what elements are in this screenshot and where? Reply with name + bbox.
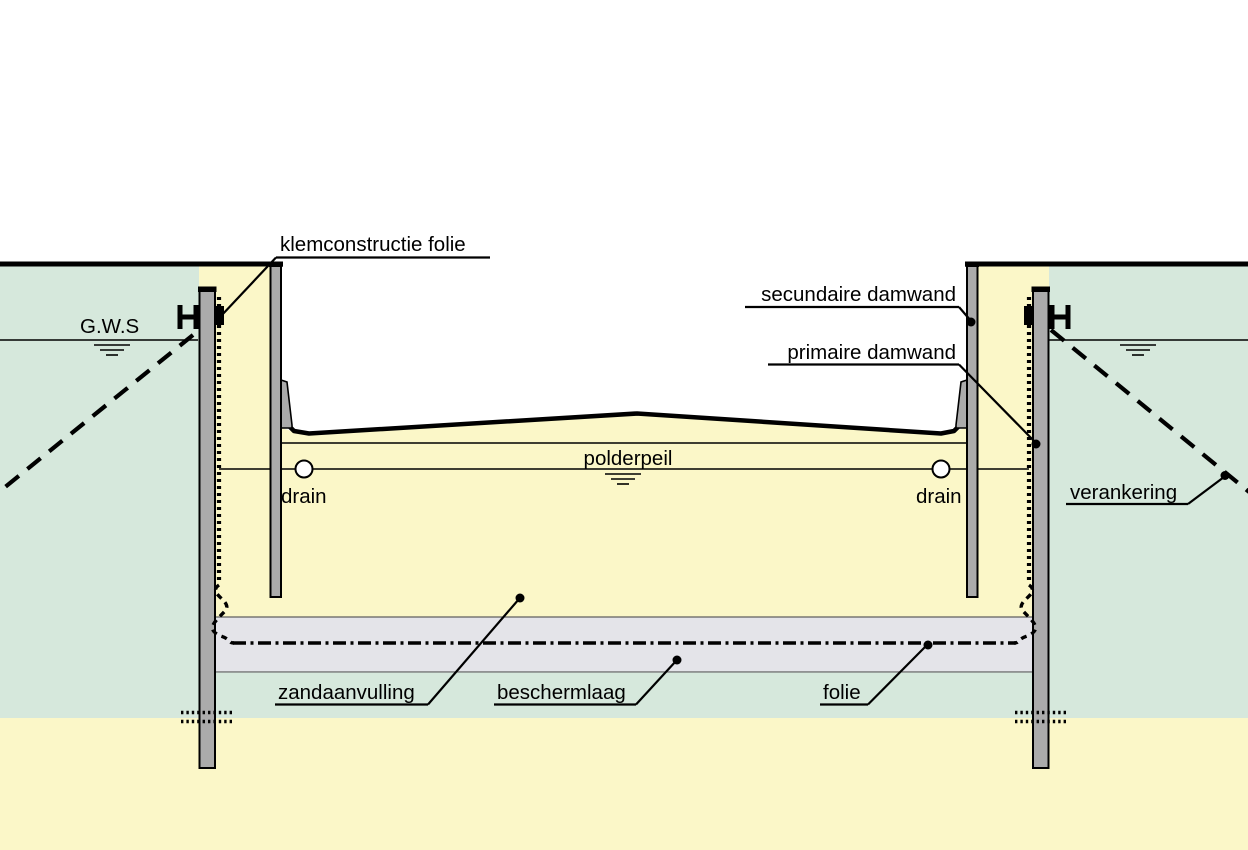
anchor-rod-right xyxy=(1049,328,1248,494)
anchor-rod-left xyxy=(0,333,195,494)
deep-sand-layer xyxy=(0,718,1248,850)
leader-zandaanvulling xyxy=(275,593,525,706)
open-pit xyxy=(282,264,966,431)
leader-primaire-damwand xyxy=(768,363,1041,449)
primary-wall-left xyxy=(198,286,217,769)
leader-verankering xyxy=(1066,471,1230,506)
primary-wall-right xyxy=(1031,286,1050,769)
label-folie: folie xyxy=(823,681,861,704)
wall-cap xyxy=(198,286,217,292)
water-level-icon-left xyxy=(94,344,130,356)
label-zandaanvulling: zandaanvulling xyxy=(278,681,415,704)
foil-curl-left xyxy=(210,583,235,645)
clamp-block-left xyxy=(215,306,224,325)
label-beschermlaag: beschermlaag xyxy=(497,681,626,704)
leader-beschermlaag xyxy=(494,655,682,706)
secondary-wall-right xyxy=(965,261,979,598)
leader-klemconstructie xyxy=(220,256,490,317)
label-drain-right: drain xyxy=(916,485,962,508)
secondary-wall-left xyxy=(269,261,283,598)
anchor-head-icon-right xyxy=(1048,305,1071,329)
drain-circle-right xyxy=(931,459,951,479)
foil-curl-right xyxy=(1013,583,1038,645)
pile-break-marks-left xyxy=(181,710,233,724)
label-drain-left: drain xyxy=(281,485,327,508)
water-level-icon-right xyxy=(1120,344,1156,356)
label-verankering: verankering xyxy=(1070,481,1177,504)
label-polderpeil: polderpeil xyxy=(584,447,673,470)
pile-break-marks-right xyxy=(1015,710,1067,724)
water-level-icon-polder xyxy=(605,473,641,485)
label-primaire-damwand: primaire damwand xyxy=(787,341,956,364)
anchor-head-icon-left xyxy=(177,305,200,329)
clamp-block-right xyxy=(1024,306,1033,325)
label-gws: G.W.S xyxy=(80,315,139,338)
wall-cap xyxy=(1031,286,1050,292)
leader-folie xyxy=(820,640,933,706)
inner-soil-band xyxy=(215,672,1033,718)
label-klemconstructie-folie: klemconstructie folie xyxy=(280,233,466,256)
drain-circle-left xyxy=(294,459,314,479)
leader-secundaire-damwand xyxy=(745,305,976,327)
label-secundaire-damwand: secundaire damwand xyxy=(761,283,956,306)
pit-floor-line xyxy=(285,411,963,436)
sand-backfill xyxy=(199,264,1049,617)
